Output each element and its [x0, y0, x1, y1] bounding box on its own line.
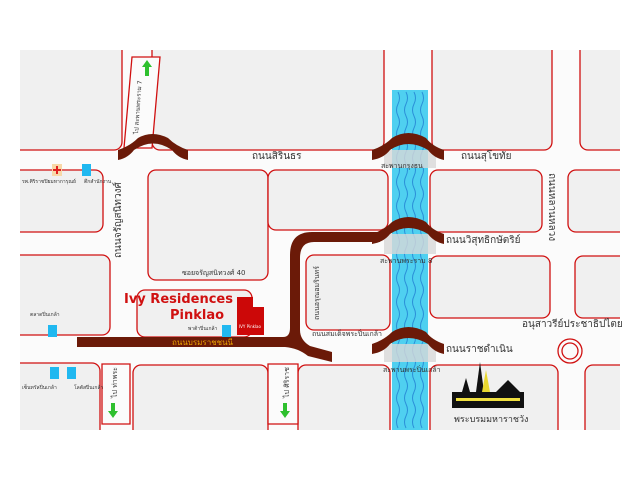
- road-label: ถนนราชดำเนิน: [446, 344, 513, 355]
- road-label: ไป ท่าพระ: [111, 367, 119, 398]
- bridge-label: สะพานพระราม 8: [380, 257, 433, 265]
- building-icon: [222, 325, 231, 337]
- river-wave: [412, 91, 416, 429]
- pinklao-bridge: [372, 327, 444, 354]
- place-label: ตลาดปิ่นเกล้า: [30, 312, 60, 318]
- arrow-up-icon: [142, 60, 152, 76]
- rama8-bridge: [372, 217, 444, 244]
- property-name-line2: Pinklao: [170, 308, 225, 323]
- building-label: IVY Pinklao: [239, 324, 261, 329]
- river-wave: [404, 91, 408, 429]
- bridge-arches: [118, 133, 444, 354]
- building-icon: [67, 367, 76, 379]
- building-icon: [50, 367, 59, 379]
- road-label: ถนนสมเด็จพระปิ่นเกล้า: [312, 330, 382, 338]
- bridge-label: สะพานกรุงธน: [381, 162, 423, 170]
- building-icon: [82, 164, 91, 176]
- ivy-building: [237, 297, 253, 335]
- road-label: ถนนสุโขทัย: [461, 151, 512, 162]
- road-label: ถนนวิสุทธิกษัตริย์: [446, 235, 521, 246]
- road-label: ถนนบรมราชชนนี: [172, 338, 234, 347]
- poi-markers: [48, 164, 264, 379]
- place-label: เซ็นทรัลปิ่นเกล้า: [22, 385, 57, 391]
- road-label: ไป ศิริราช: [283, 367, 291, 398]
- siriraj-road: [267, 363, 299, 425]
- arrow-down-icon: [108, 403, 118, 418]
- road-label: ถนนหลานหลวง: [546, 173, 557, 242]
- bridge-label: สะพานพระปิ่นเกล้า: [383, 366, 441, 374]
- road-label: ไป สะพานพระราม 7: [133, 80, 144, 135]
- place-label: อนุสาวรีย์ประชาธิปไตย: [522, 319, 623, 330]
- palace-icon: [452, 362, 524, 408]
- road-label: ซอยจรัญสนิทวงศ์ 40: [182, 269, 246, 277]
- arrows: [108, 60, 290, 418]
- north-overpass: [118, 134, 188, 160]
- krungthon-bridge: [372, 133, 444, 160]
- river-wave: [420, 91, 424, 429]
- river-wave: [396, 91, 400, 429]
- place-label: ตึกสำนักงาน: [84, 179, 112, 185]
- thaphra-road: [101, 363, 131, 425]
- place-label: โลตัสปิ่นเกล้า: [74, 385, 104, 391]
- arrow-down-icon: [280, 403, 290, 418]
- building-icon: [48, 325, 57, 337]
- place-label: พาต้าปิ่นเกล้า: [188, 326, 218, 332]
- place-label: พระบรมมหาราชวัง: [454, 415, 529, 425]
- road-label: ถนนสิรินธร: [252, 151, 302, 162]
- road-label: ถนนจรัญสนิทวงศ์: [113, 182, 124, 258]
- north-road: [123, 56, 161, 149]
- road-label: ถนนอรุณอมรินทร์: [313, 265, 321, 320]
- place-label: รพ.ศิริราชปิยมหาการุณย์: [22, 179, 76, 185]
- city-blocks: [9, 39, 631, 446]
- property-name: Ivy Residences: [124, 292, 233, 307]
